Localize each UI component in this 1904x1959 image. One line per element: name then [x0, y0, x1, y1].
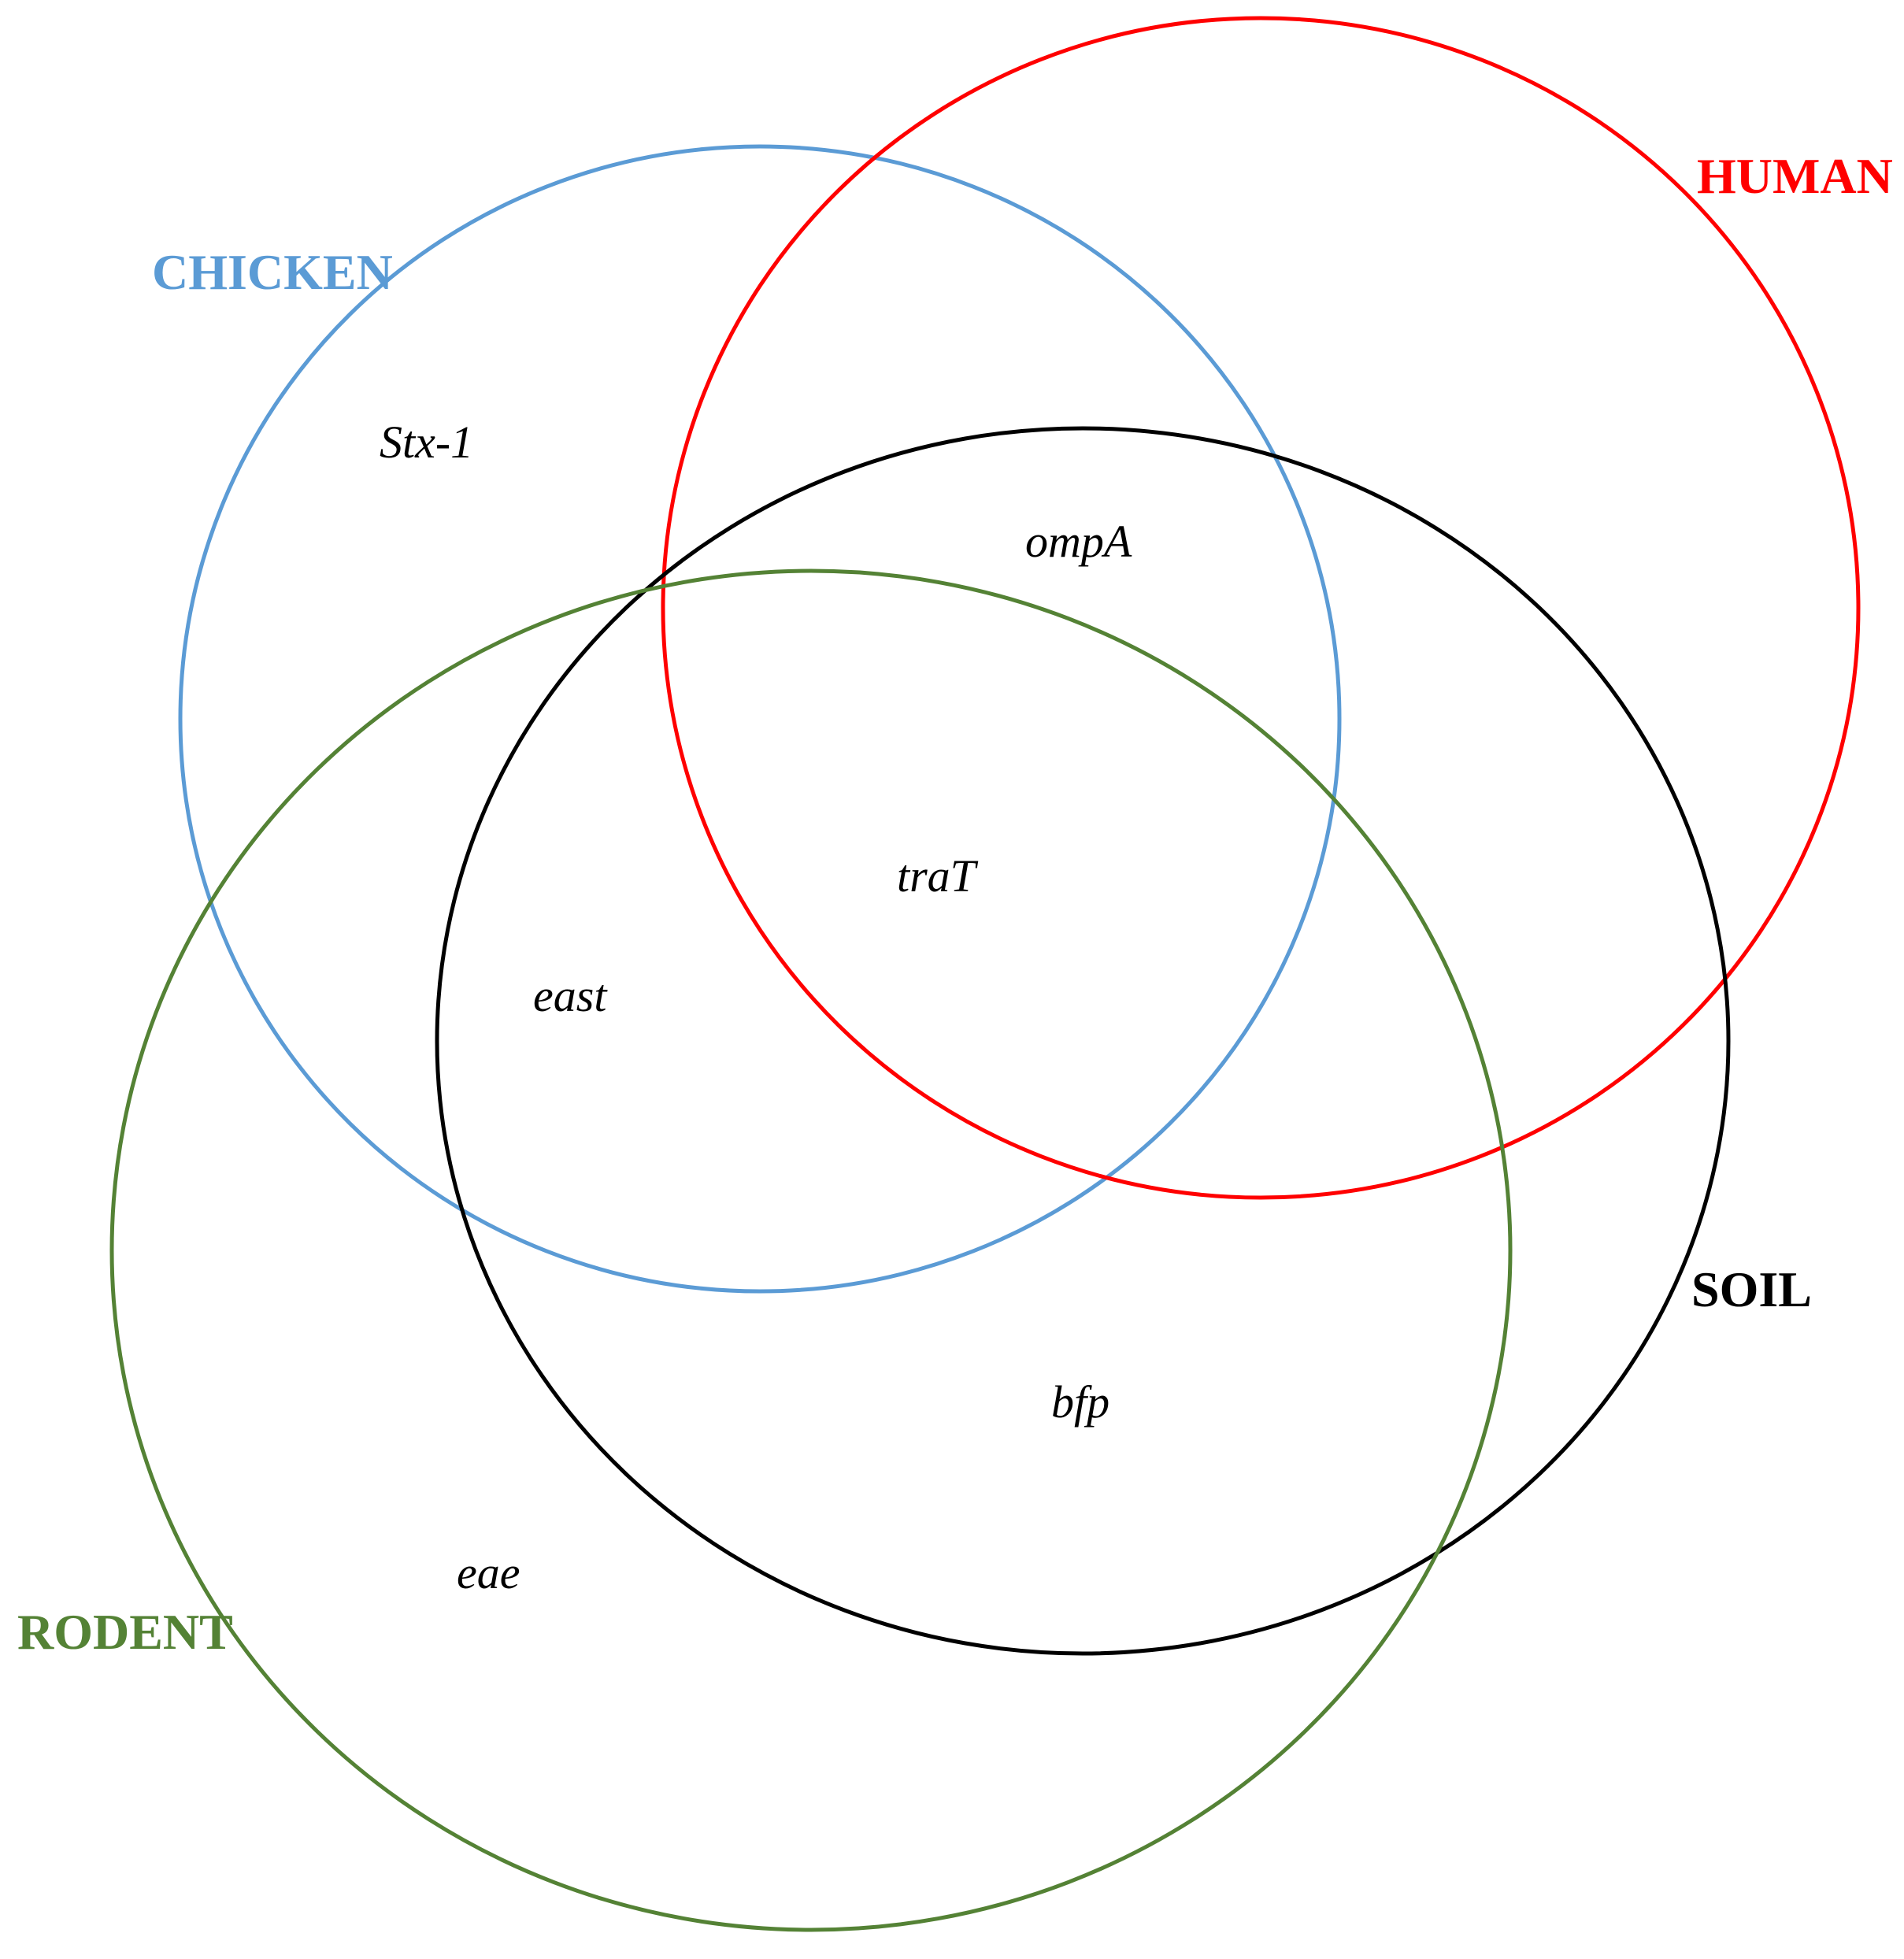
gene-stx1: Stx-1 — [380, 417, 473, 468]
rodent-label: RODENT — [17, 1604, 233, 1660]
gene-traT: traT — [897, 850, 979, 902]
chicken-circle — [178, 144, 1342, 1294]
gene-bfp: bfp — [1051, 1376, 1109, 1428]
soil-label: SOIL — [1691, 1261, 1812, 1317]
soil-circle — [435, 426, 1731, 1656]
human-circle — [661, 16, 1861, 1200]
gene-east: east — [533, 970, 608, 1021]
human-label: HUMAN — [1697, 148, 1893, 204]
gene-ompA: ompA — [1025, 516, 1132, 567]
chicken-label: CHICKEN — [152, 244, 393, 300]
gene-eae: eae — [457, 1547, 520, 1598]
rodent-circle — [109, 568, 1513, 1932]
